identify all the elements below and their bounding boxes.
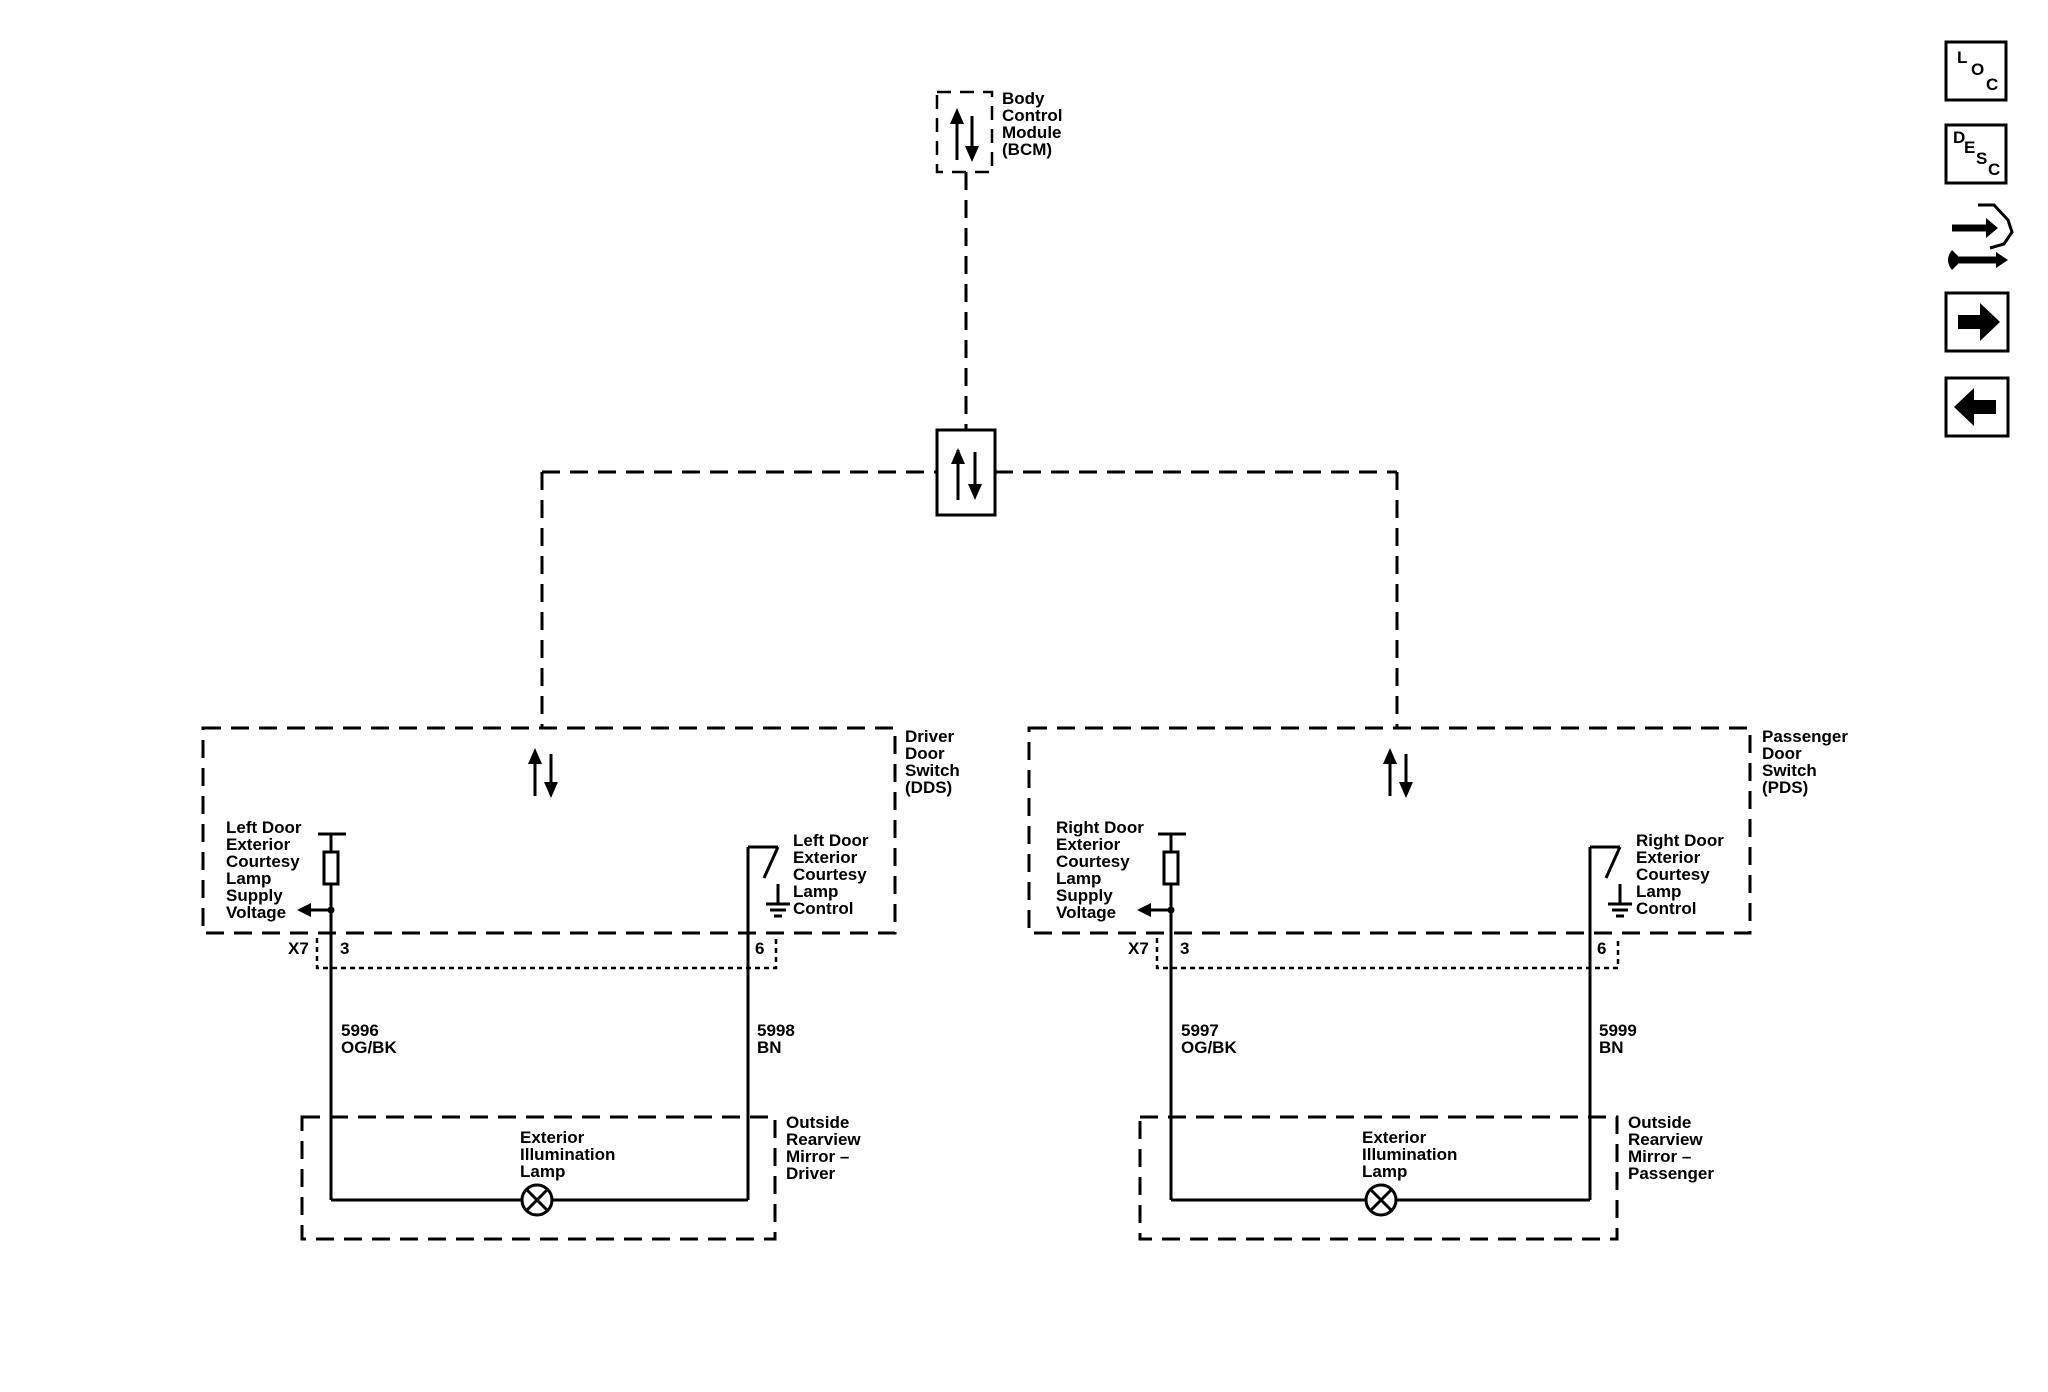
ground-icon [766, 902, 790, 918]
passenger-lamp-label: Exterior Illumination Lamp [1362, 1128, 1462, 1181]
ground-icon [1608, 902, 1632, 918]
desc-letter: E [1964, 138, 1975, 157]
dds-pin-3: 3 [340, 939, 349, 958]
pds-pin-6: 6 [1597, 939, 1606, 958]
passenger-door-switch: Passenger Door Switch (PDS) Right Door E… [1027, 726, 1853, 968]
driver-lamp-label: Exterior Illumination Lamp [520, 1128, 620, 1181]
loc-letter: C [1986, 75, 1998, 94]
dds-pin-6: 6 [755, 939, 764, 958]
wire-5996-label: 5996 OG/BK [341, 1021, 397, 1057]
loc-letter: O [1971, 60, 1984, 79]
pds-connector-id: X7 [1128, 939, 1149, 958]
wire-5997-label: 5997 OG/BK [1181, 1021, 1237, 1057]
bcm-module: Body Control Module (BCM) [935, 89, 1067, 174]
driver-mirror: Exterior Illumination Lamp Outside Rearv… [300, 1113, 865, 1241]
desc-letter: S [1976, 149, 1987, 168]
pds-supply-label: Right Door Exterior Courtesy Lamp Supply… [1056, 818, 1149, 922]
dds-connector: X7 3 6 [288, 938, 778, 970]
serial-data-arrows-icon [528, 748, 558, 798]
supply-fuse [297, 832, 346, 968]
next-arrow-icon[interactable] [1944, 291, 2010, 353]
connector-icon[interactable] [1948, 203, 2014, 270]
pds-connector: X7 3 6 [1128, 938, 1620, 970]
serial-data-arrows-icon [950, 108, 979, 162]
control-switch [746, 845, 790, 968]
passenger-mirror-label: Outside Rearview Mirror – Passenger [1628, 1113, 1714, 1183]
wire-5998-label: 5998 BN [757, 1021, 800, 1057]
desc-letter: D [1953, 128, 1965, 147]
serial-data-arrows-icon [1383, 748, 1413, 798]
driver-mirror-label: Outside Rearview Mirror – Driver [786, 1113, 865, 1183]
lamp-icon [520, 1183, 554, 1217]
desc-button[interactable]: D E S C [1944, 123, 2008, 185]
pds-label: Passenger Door Switch (PDS) [1762, 727, 1853, 797]
dds-control-label: Left Door Exterior Courtesy Lamp Control [793, 831, 873, 918]
driver-door-switch: Driver Door Switch (DDS) Left Door Exter… [201, 726, 965, 968]
dds-connector-id: X7 [288, 939, 309, 958]
dds-supply-label: Left Door Exterior Courtesy Lamp Supply … [226, 818, 306, 922]
serial-data-arrows-icon [951, 448, 982, 500]
passenger-mirror: Exterior Illumination Lamp Outside Rearv… [1138, 1113, 1714, 1241]
supply-fuse [1137, 832, 1186, 968]
pds-control-label: Right Door Exterior Courtesy Lamp Contro… [1636, 831, 1729, 918]
control-switch [1588, 845, 1632, 968]
previous-arrow-icon[interactable] [1944, 376, 2010, 438]
loc-button[interactable]: L O C [1944, 40, 2008, 102]
loc-letter: L [1957, 48, 1967, 67]
pds-pin-3: 3 [1180, 939, 1189, 958]
lamp-icon [1364, 1183, 1398, 1217]
serial-data-splice [935, 428, 997, 517]
bcm-label: Body Control Module (BCM) [1002, 89, 1067, 159]
desc-letter: C [1988, 160, 2000, 179]
dds-label: Driver Door Switch (DDS) [905, 727, 965, 797]
wire-5999-label: 5999 BN [1599, 1021, 1642, 1057]
